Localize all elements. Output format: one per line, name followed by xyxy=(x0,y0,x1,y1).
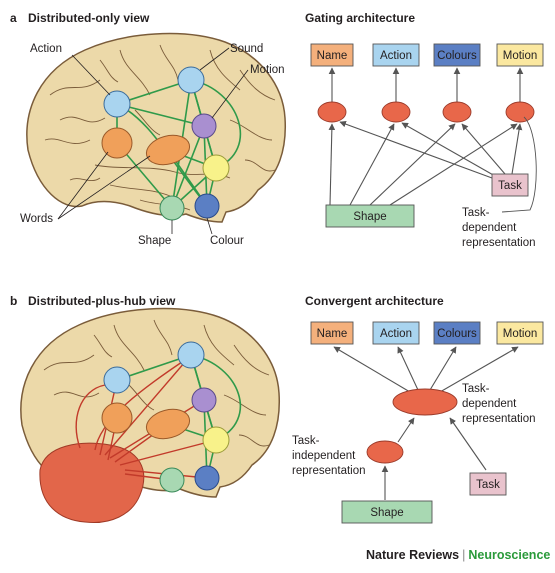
gating-note-line2: dependent xyxy=(462,222,517,234)
label-colour: Colour xyxy=(210,235,244,247)
gating-name-box xyxy=(310,43,354,67)
conv-shape-box xyxy=(341,500,433,524)
gating-shape-arrows xyxy=(328,123,518,206)
gating-node-2 xyxy=(381,101,411,123)
conv-task-to-hub-arrow xyxy=(449,417,487,471)
gating-name-label: Name xyxy=(317,50,348,62)
b-shape-node xyxy=(159,467,185,493)
gating-node-3 xyxy=(442,101,472,123)
leader-words-1 xyxy=(57,151,109,220)
convergent-title: Convergent architecture xyxy=(305,294,444,308)
words-node xyxy=(101,127,133,159)
gating-note-leader xyxy=(501,116,537,213)
hub-atl xyxy=(39,442,145,524)
panel-a-letter: a xyxy=(10,11,17,25)
conv-independent-node xyxy=(366,440,404,464)
credit-separator: | xyxy=(462,548,466,562)
conv-action-label: Action xyxy=(380,328,412,340)
conv-name-label: Name xyxy=(317,328,348,340)
motion-node xyxy=(191,113,217,139)
ind-note-line2: independent xyxy=(292,450,356,462)
convergent-architecture: Convergent architecture Name Action Colo… xyxy=(292,294,544,524)
brain-a-outline xyxy=(26,32,287,223)
action-node xyxy=(103,90,131,118)
gating-architecture: Gating architecture Name Action Colours … xyxy=(305,11,544,249)
leader-sound xyxy=(199,47,230,71)
label-motion: Motion xyxy=(250,64,285,76)
panel-a-title: Distributed-only view xyxy=(28,11,150,25)
conv-task-box xyxy=(469,472,507,496)
gating-motion-box xyxy=(496,43,544,67)
shape-node xyxy=(159,195,185,221)
colour-node xyxy=(194,193,220,219)
label-shape: Shape xyxy=(138,235,171,247)
brain-b-sulci xyxy=(43,319,270,447)
gating-task-box xyxy=(491,173,529,197)
words-area-node xyxy=(145,134,191,166)
conv-hub-node xyxy=(392,388,458,416)
hub-note-line3: representation xyxy=(462,413,536,425)
leader-colour xyxy=(206,217,213,235)
gating-colours-label: Colours xyxy=(437,50,477,62)
gating-note-line3: representation xyxy=(462,237,536,249)
b-colour-yellow-node xyxy=(202,426,230,454)
gating-node-4 xyxy=(505,101,535,123)
conv-task-label: Task xyxy=(476,479,500,491)
gating-shape-label: Shape xyxy=(353,211,386,223)
sound-node xyxy=(177,66,205,94)
conv-motion-box xyxy=(496,321,544,345)
label-action: Action xyxy=(30,43,62,55)
b-colour-node xyxy=(194,465,220,491)
conv-motion-label: Motion xyxy=(503,328,538,340)
b-words-node xyxy=(101,402,133,434)
gating-colours-box xyxy=(433,43,481,67)
gating-note-line1: Task- xyxy=(462,207,490,219)
b-action-node xyxy=(103,366,131,394)
gating-motion-label: Motion xyxy=(503,50,538,62)
conv-colours-label: Colours xyxy=(437,328,477,340)
conv-up-arrows xyxy=(333,346,519,393)
label-sound: Sound xyxy=(230,43,263,55)
ind-note-line3: representation xyxy=(292,465,366,477)
panel-b: b Distributed-plus-hub view xyxy=(10,294,544,524)
ind-note-line1: Task- xyxy=(292,435,320,447)
gating-shape-box xyxy=(325,204,415,228)
journal-name: Nature Reviews xyxy=(366,548,460,562)
conv-name-box xyxy=(310,321,354,345)
conv-shape-label: Shape xyxy=(370,507,403,519)
gating-up-arrows xyxy=(328,67,524,102)
journal-section: Neuroscience xyxy=(468,548,551,562)
panel-a: a Distributed-only view xyxy=(10,11,544,249)
gating-title: Gating architecture xyxy=(305,11,415,25)
leader-action xyxy=(71,54,111,96)
leader-words-2 xyxy=(57,155,151,220)
gating-node-1 xyxy=(317,101,347,123)
leader-motion xyxy=(211,69,249,119)
b-motion-node xyxy=(191,387,217,413)
brain-b xyxy=(20,307,281,524)
conv-colours-box xyxy=(433,321,481,345)
brain-a-labels: Action Sound Motion Words Shape Colour xyxy=(20,43,285,247)
gating-task-arrows xyxy=(339,120,523,179)
hub-note-line1: Task- xyxy=(462,383,490,395)
panel-b-letter: b xyxy=(10,294,17,308)
conv-action-box xyxy=(372,321,420,345)
label-words: Words xyxy=(20,213,53,225)
hub-note-line2: dependent xyxy=(462,398,517,410)
gating-task-label: Task xyxy=(498,180,522,192)
journal-credit: Nature Reviews|Neuroscience xyxy=(366,548,550,562)
gating-action-label: Action xyxy=(380,50,412,62)
conv-ind-to-hub-arrow xyxy=(397,417,415,443)
panel-b-title: Distributed-plus-hub view xyxy=(28,294,176,308)
b-words-area-node xyxy=(145,408,191,440)
colour-yellow-node xyxy=(202,154,230,182)
gating-action-box xyxy=(372,43,420,67)
b-sound-node xyxy=(177,341,205,369)
brain-a xyxy=(26,32,287,223)
